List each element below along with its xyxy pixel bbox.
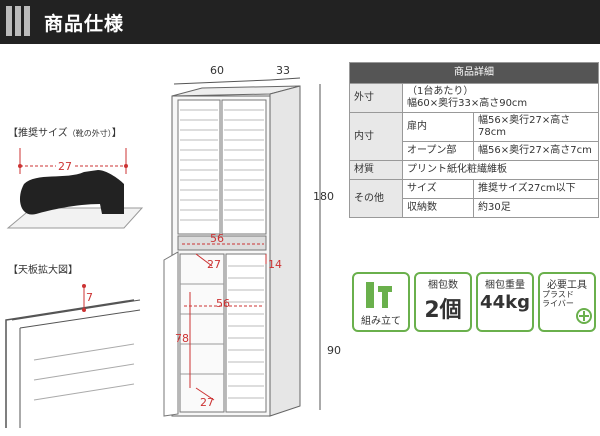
shoe-size-note: （靴の外寸） bbox=[67, 129, 112, 138]
badge-assembly-caption: 組み立て bbox=[361, 316, 401, 327]
dim-inner-depth: 27 bbox=[207, 258, 221, 271]
badge-required-tools: 必要工具 プラスドライバー bbox=[538, 272, 596, 332]
dim-depth: 33 bbox=[276, 64, 290, 77]
spec-title: 商品詳細 bbox=[349, 62, 599, 84]
spec-label: 材質 bbox=[349, 160, 403, 180]
badge-package-count-caption: 梱包数 bbox=[428, 280, 458, 291]
shoe-size-dim: 27 bbox=[56, 160, 74, 173]
header-bars-icon bbox=[6, 6, 30, 36]
badge-assembly: 組み立て bbox=[352, 272, 410, 332]
spec-sub-label: サイズ bbox=[402, 179, 474, 199]
spec-sub-label: 扉内 bbox=[402, 112, 474, 142]
cabinet-drawing bbox=[163, 77, 321, 417]
spec-value: 幅56×奥行27×高さ7cm bbox=[473, 141, 599, 161]
tools-icon bbox=[366, 282, 392, 308]
badge-package-count: 梱包数 2個 bbox=[414, 272, 472, 332]
spec-sub-label: オープン部 bbox=[402, 141, 474, 161]
dim-shelf-gap: 14 bbox=[268, 258, 282, 271]
badge-package-weight: 梱包重量 44kg bbox=[476, 272, 534, 332]
badge-required-tools-value: プラスドライバー bbox=[542, 290, 574, 308]
badge-package-weight-value: 44kg bbox=[480, 292, 530, 313]
spec-value: プリント紙化粧繊維板 bbox=[402, 160, 599, 180]
spec-table: 商品詳細 外寸 （1台あたり） 幅60×奥行33×高さ90cm 内寸 扉内 幅5… bbox=[349, 62, 599, 218]
top-panel-detail bbox=[5, 284, 141, 428]
dim-height: 180 bbox=[313, 190, 334, 203]
screwdriver-icon bbox=[576, 308, 592, 324]
dim-inner-height: 78 bbox=[175, 332, 189, 345]
spec-label: 外寸 bbox=[349, 83, 403, 113]
spec-value: 約30足 bbox=[473, 198, 599, 218]
top-panel-dim: 7 bbox=[86, 291, 93, 304]
shoe-size-label-end: 】 bbox=[111, 128, 122, 139]
spec-sub-label: 収納数 bbox=[402, 198, 474, 218]
page-title: 商品仕様 bbox=[44, 13, 125, 35]
spec-value: 推奨サイズ27cm以下 bbox=[473, 179, 599, 199]
badge-package-weight-caption: 梱包重量 bbox=[485, 280, 525, 291]
shoe-size-label: 【推奨サイズ（靴の外寸）】 bbox=[8, 124, 122, 139]
spec-label: 内寸 bbox=[349, 112, 403, 161]
shoe-size-label-text: 【推奨サイズ bbox=[8, 128, 68, 139]
dim-bottom-depth: 27 bbox=[200, 396, 214, 409]
dim-width: 60 bbox=[210, 64, 224, 77]
badge-required-tools-caption: 必要工具 bbox=[547, 280, 587, 291]
dim-inner-width: 56 bbox=[210, 232, 224, 245]
dim-lower-height: 90 bbox=[327, 344, 341, 357]
badge-package-count-value: 2個 bbox=[424, 298, 462, 323]
spec-label: その他 bbox=[349, 179, 403, 218]
spec-value: 幅56×奥行27×高さ78cm bbox=[473, 112, 599, 142]
page-header: 商品仕様 bbox=[0, 0, 600, 44]
spec-value: （1台あたり） 幅60×奥行33×高さ90cm bbox=[402, 83, 599, 113]
shoe-illustration bbox=[6, 148, 144, 229]
top-panel-label: 【天板拡大図】 bbox=[8, 265, 78, 276]
dim-shelf-width: 56 bbox=[216, 297, 230, 310]
